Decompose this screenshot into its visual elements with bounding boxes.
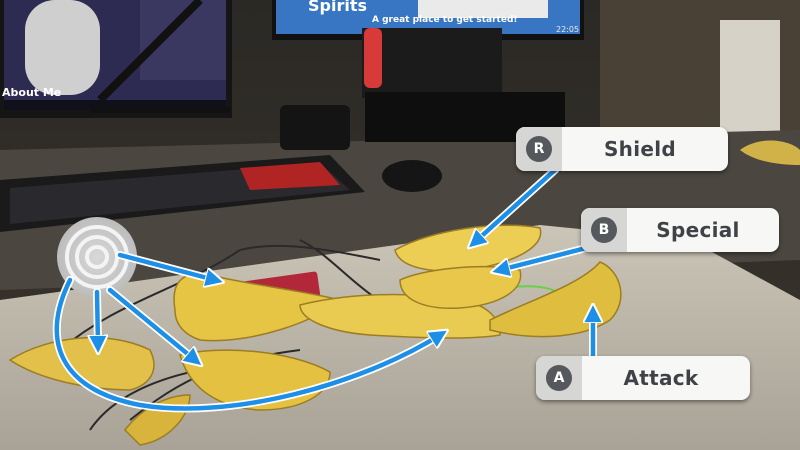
mouse (382, 160, 442, 192)
arrow-down (97, 289, 98, 345)
shield-text: Shield (603, 137, 677, 161)
arrow-shield (475, 167, 558, 242)
attack-text: Attack (623, 366, 699, 390)
banana (8, 336, 155, 391)
joycon-red (364, 28, 382, 88)
arrow-curve (54, 277, 440, 411)
banana (740, 140, 800, 165)
keyboard-red-keys (240, 162, 340, 190)
switch-dock (362, 28, 502, 98)
monitor-clock: 22:05 (556, 25, 580, 34)
b-button-icon: B (584, 213, 626, 247)
special-text: Special (656, 218, 740, 242)
arrow-down-right (107, 287, 195, 360)
mic-arm (97, 0, 203, 103)
monitor-title: Spirits (308, 0, 368, 15)
lamp-shade (720, 20, 780, 140)
arrow-right (117, 252, 215, 280)
special-label: B Special (581, 208, 779, 252)
center-monitor-tile (418, 0, 548, 18)
left-monitor-taskbar (4, 100, 226, 110)
stream-deck (280, 105, 350, 150)
mic-body (25, 0, 100, 95)
monitor-subtitle: A great place to get started! (372, 15, 518, 25)
shield-label: R Shield (516, 127, 728, 171)
left-monitor-heading: About Me (2, 86, 62, 99)
r-button-icon: R (519, 132, 561, 166)
joystick-icon (57, 217, 137, 297)
wires (59, 239, 421, 431)
a-button-icon: A (539, 361, 581, 395)
attack-label: A Attack (536, 356, 750, 400)
